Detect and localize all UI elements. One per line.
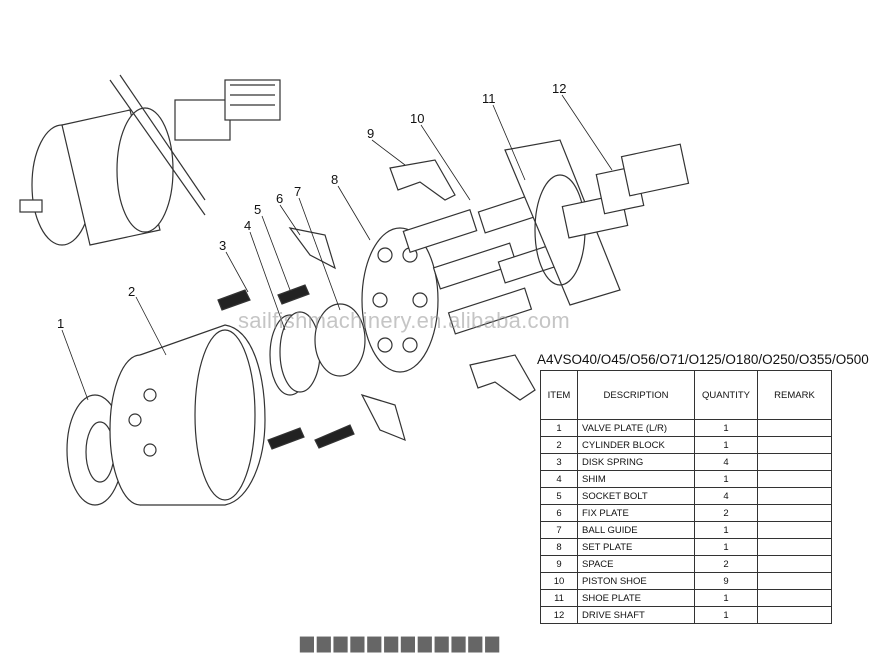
cell-description: DRIVE SHAFT xyxy=(577,606,695,624)
drive-shaft-drawing xyxy=(561,143,690,239)
cell-item: 8 xyxy=(540,538,578,556)
callout-1: 1 xyxy=(57,316,65,331)
disk-spring-drawing xyxy=(269,303,366,396)
callout-8: 8 xyxy=(331,172,339,187)
cell-item: 11 xyxy=(540,589,578,607)
cell-quantity: 9 xyxy=(694,572,758,590)
callout-3: 3 xyxy=(219,238,227,253)
cell-remark xyxy=(757,606,832,624)
table-title: A4VSO40/O45/O56/O71/O125/O180/O250/O355/… xyxy=(537,352,869,367)
cell-description: SET PLATE xyxy=(577,538,695,556)
cell-item: 4 xyxy=(540,470,578,488)
cell-quantity: 2 xyxy=(694,555,758,573)
cylinder-block-drawing xyxy=(109,324,266,506)
cell-description: SPACE xyxy=(577,555,695,573)
header-item: ITEM xyxy=(540,370,578,420)
cell-description: CYLINDER BLOCK xyxy=(577,436,695,454)
cell-description: BALL GUIDE xyxy=(577,521,695,539)
header-quantity: QUANTITY xyxy=(694,370,758,420)
callout-12: 12 xyxy=(552,81,567,96)
cell-item: 10 xyxy=(540,572,578,590)
table-header-row: ITEM DESCRIPTION QUANTITY REMARK xyxy=(540,370,832,420)
callout-5: 5 xyxy=(254,202,262,217)
header-remark: REMARK xyxy=(757,370,832,420)
cell-remark xyxy=(757,470,832,488)
cell-item: 9 xyxy=(540,555,578,573)
shoe-plate-drawing xyxy=(504,139,621,306)
cell-quantity: 1 xyxy=(694,521,758,539)
cell-remark xyxy=(757,419,832,437)
cell-quantity: 2 xyxy=(694,504,758,522)
fix-plate-drawing xyxy=(288,227,406,442)
cell-item: 1 xyxy=(540,419,578,437)
exploded-diagram: 1 2 3 4 5 6 7 8 9 10 11 12 sailfishmachi… xyxy=(19,74,690,506)
exploded-view-drawing xyxy=(19,74,690,506)
cell-item: 6 xyxy=(540,504,578,522)
cell-quantity: 1 xyxy=(694,436,758,454)
cell-description: VALVE PLATE (L/R) xyxy=(577,419,695,437)
cell-quantity: 1 xyxy=(694,470,758,488)
callout-9: 9 xyxy=(367,126,375,141)
callout-11: 11 xyxy=(482,91,496,106)
spacer-drawing xyxy=(389,159,536,401)
cell-quantity: 1 xyxy=(694,589,758,607)
cell-description: PISTON SHOE xyxy=(577,572,695,590)
piston-shoe-drawing xyxy=(402,188,578,335)
assembled-pump-drawing xyxy=(19,74,281,246)
callout-6: 6 xyxy=(276,191,284,206)
cell-quantity: 4 xyxy=(694,453,758,471)
callout-2: 2 xyxy=(128,284,136,299)
cell-remark xyxy=(757,504,832,522)
socket-bolt-drawing xyxy=(217,284,355,450)
cell-item: 7 xyxy=(540,521,578,539)
cell-quantity: 4 xyxy=(694,487,758,505)
cell-description: DISK SPRING xyxy=(577,453,695,471)
cell-description: SHOE PLATE xyxy=(577,589,695,607)
cell-remark xyxy=(757,572,832,590)
cell-remark xyxy=(757,453,832,471)
cell-remark xyxy=(757,436,832,454)
cell-quantity: 1 xyxy=(694,538,758,556)
cell-remark xyxy=(757,589,832,607)
cell-quantity: 1 xyxy=(694,419,758,437)
callout-10: 10 xyxy=(410,111,425,126)
cell-remark xyxy=(757,521,832,539)
cell-description: FIX PLATE xyxy=(577,504,695,522)
header-description: DESCRIPTION xyxy=(577,370,695,420)
cell-item: 3 xyxy=(540,453,578,471)
callout-4: 4 xyxy=(244,218,252,233)
set-plate-drawing xyxy=(361,227,439,373)
callout-7: 7 xyxy=(294,184,302,199)
cell-item: 2 xyxy=(540,436,578,454)
cell-description: SOCKET BOLT xyxy=(577,487,695,505)
cell-item: 12 xyxy=(540,606,578,624)
leader-lines xyxy=(61,94,613,401)
watermark-text: sailfishmachinery.en.alibaba.com xyxy=(238,308,571,333)
cell-description: SHIM xyxy=(577,470,695,488)
cell-remark xyxy=(757,487,832,505)
cell-quantity: 1 xyxy=(694,606,758,624)
cell-remark xyxy=(757,555,832,573)
cell-item: 5 xyxy=(540,487,578,505)
cell-remark xyxy=(757,538,832,556)
cropped-footer-decoration: ▆▆▆▆▆▆▆▆▆▆▆▆ xyxy=(300,632,503,652)
